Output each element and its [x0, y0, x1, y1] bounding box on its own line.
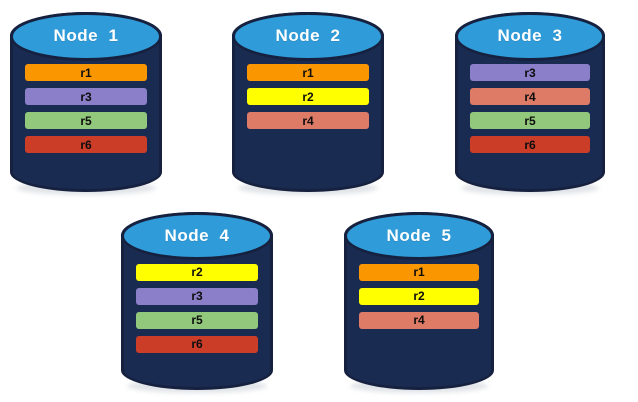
cylinder-top-ellipse: [455, 12, 605, 61]
node-label: Node 4: [164, 226, 230, 246]
replica-bar[interactable]: r2: [359, 287, 479, 305]
replica-list: r1 r2 r4: [344, 263, 494, 336]
replica-list: r3 r4 r5 r6: [455, 64, 605, 160]
replica-bar[interactable]: r1: [359, 263, 479, 281]
replica-list: r1 r3 r5 r6: [10, 64, 162, 160]
replica-bar[interactable]: r4: [359, 311, 479, 329]
cylinder-top-ellipse: [121, 212, 273, 261]
replica-bar[interactable]: r4: [247, 112, 369, 130]
cylinder-top-ellipse: [344, 212, 494, 261]
replica-bar[interactable]: r5: [470, 112, 590, 130]
replica-bar[interactable]: r6: [136, 335, 258, 353]
replica-bar[interactable]: r1: [247, 64, 369, 82]
node-label: Node 3: [497, 26, 563, 46]
database-node-5[interactable]: Node 5 r1 r2 r4: [344, 212, 494, 393]
cylinder-top-ellipse: [232, 12, 384, 61]
replica-bar[interactable]: r6: [470, 136, 590, 154]
node-label: Node 5: [386, 226, 452, 246]
replica-bar[interactable]: r1: [25, 64, 147, 82]
cylinder-top-ellipse: [10, 12, 162, 61]
replica-bar[interactable]: r5: [136, 311, 258, 329]
replica-bar[interactable]: r3: [25, 88, 147, 106]
replica-bar[interactable]: r2: [247, 88, 369, 106]
replica-list: r1 r2 r4: [232, 64, 384, 136]
replica-bar[interactable]: r5: [25, 112, 147, 130]
replica-bar[interactable]: r4: [470, 88, 590, 106]
replica-bar[interactable]: r6: [25, 136, 147, 154]
database-node-3[interactable]: Node 3 r3 r4 r5 r6: [455, 12, 605, 195]
database-node-4[interactable]: Node 4 r2 r3 r5 r6: [121, 212, 273, 393]
replica-bar[interactable]: r2: [136, 263, 258, 281]
replica-list: r2 r3 r5 r6: [121, 263, 273, 360]
node-label: Node 1: [53, 26, 119, 46]
replica-bar[interactable]: r3: [470, 64, 590, 82]
database-node-2[interactable]: Node 2 r1 r2 r4: [232, 12, 384, 195]
replica-bar[interactable]: r3: [136, 287, 258, 305]
node-label: Node 2: [275, 26, 341, 46]
database-node-1[interactable]: Node 1 r1 r3 r5 r6: [10, 12, 162, 195]
